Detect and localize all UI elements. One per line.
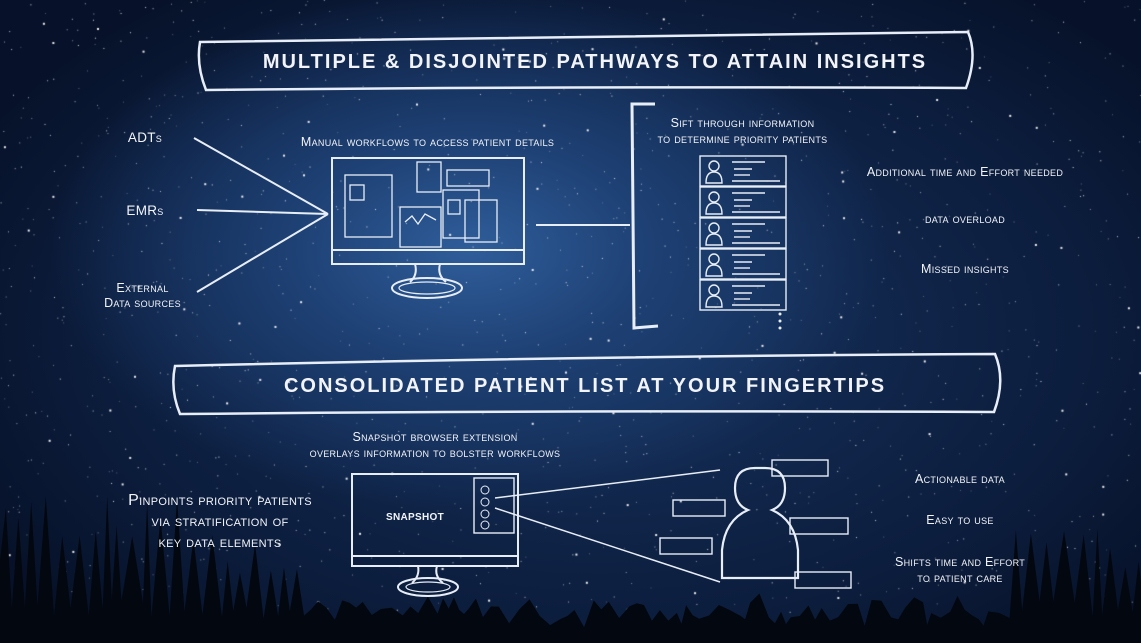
source-data-sources: Data sources bbox=[104, 296, 181, 310]
pinpoints-text-2: via stratification of bbox=[151, 513, 289, 530]
snapshot-label: SNAPSHOT bbox=[386, 512, 444, 523]
top-banner-frame bbox=[197, 30, 974, 92]
zoom-lines bbox=[494, 469, 721, 583]
benefit-easy-to-use: Easy to use bbox=[926, 513, 994, 527]
source-adts: ADTs bbox=[127, 130, 163, 145]
bracket bbox=[630, 102, 659, 330]
outcome-time-effort: Additional time and Effort needed bbox=[866, 165, 1064, 179]
pinpoints-text-3: key data elements bbox=[158, 534, 282, 551]
source-external: External bbox=[116, 281, 169, 295]
benefit-shifts-time: Shifts time and Effort bbox=[894, 555, 1026, 569]
benefit-actionable-data: Actionable data bbox=[915, 472, 1005, 486]
bottom-title: CONSOLIDATED PATIENT LIST AT YOUR FINGER… bbox=[283, 375, 887, 397]
manual-workflows-caption: Manual workflows to access patient detai… bbox=[300, 135, 555, 149]
benefit-patient-care: to patient care bbox=[917, 571, 1003, 585]
bottom-banner-frame bbox=[172, 352, 1002, 416]
snapshot-monitor-icon bbox=[351, 473, 519, 597]
top-title: MULTIPLE & DISJOINTED PATHWAYS TO ATTAIN… bbox=[262, 51, 928, 73]
sift-caption-1: Sift through information bbox=[670, 116, 815, 130]
snapshot-caption-2: overlays information to bolster workflow… bbox=[309, 446, 561, 460]
more-dots-icon bbox=[778, 312, 782, 330]
patient-person-icon bbox=[720, 466, 800, 580]
top-monitor-icon bbox=[331, 157, 525, 299]
source-arrows bbox=[193, 137, 329, 293]
outcome-missed-insights: Missed insights bbox=[921, 262, 1009, 276]
sift-caption-2: to determine priority patients bbox=[657, 132, 828, 146]
pinpoints-text-1: Pinpoints priority patients bbox=[128, 492, 312, 509]
patient-list-icon bbox=[699, 155, 787, 311]
snapshot-caption-1: Snapshot browser extension bbox=[352, 430, 518, 444]
info-bubbles bbox=[659, 459, 852, 589]
source-emrs: EMRs bbox=[126, 203, 164, 218]
outcome-data-overload: data overload bbox=[924, 212, 1006, 226]
